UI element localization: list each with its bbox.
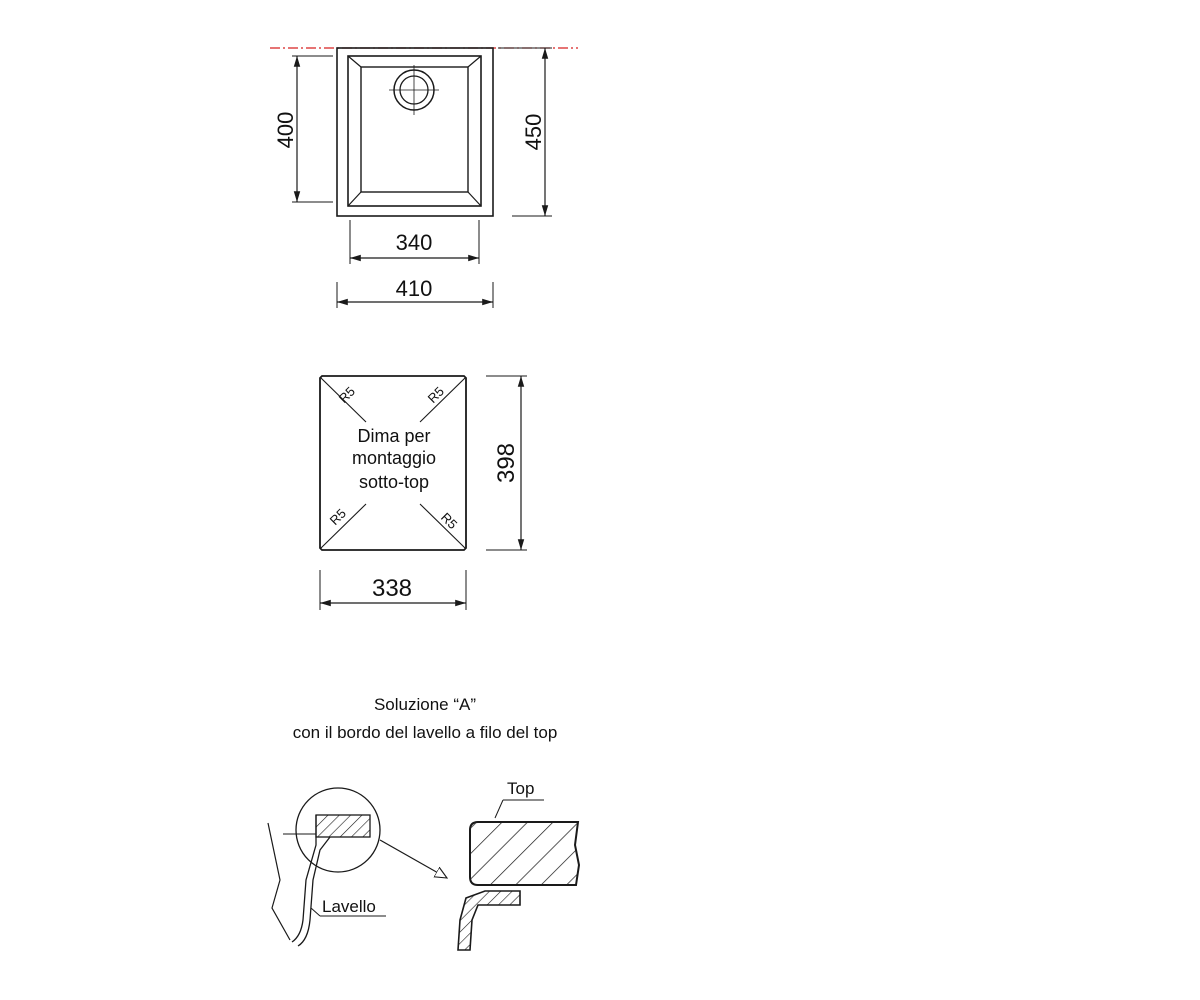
sink-label: Lavello: [322, 897, 376, 916]
sink-bowl-inner: [360, 66, 469, 193]
section-detail-right: Top: [457, 779, 581, 951]
top-slab-large: [469, 821, 581, 886]
solution-a-section: Soluzione “A” con il bordo del lavello a…: [267, 695, 581, 951]
template-outline: [319, 375, 467, 551]
sink-edge-profile: [457, 890, 521, 951]
top-slab-small: [315, 814, 371, 838]
dim-410: 410: [336, 276, 494, 308]
sink-outer-outline: [336, 47, 494, 217]
radius-label-tl: R5: [336, 384, 358, 406]
dim-450-label: 450: [521, 114, 546, 151]
section-detail-left: Lavello: [267, 787, 447, 947]
dim-398-label: 398: [493, 443, 520, 483]
dim-410-label: 410: [396, 276, 433, 301]
dim-338: 338: [319, 570, 467, 610]
template-label-line1: Dima per: [357, 426, 430, 446]
detail-circle: [295, 787, 381, 873]
dim-338-label: 338: [372, 575, 412, 602]
sink-top-view: 400 450 340 410: [270, 47, 578, 308]
dim-400-label: 400: [273, 112, 298, 149]
dim-340: 340: [349, 220, 480, 264]
dim-398: 398: [486, 375, 527, 551]
radius-label-br: R5: [438, 510, 460, 532]
solution-title: Soluzione “A”: [374, 695, 476, 714]
dim-340-label: 340: [396, 230, 433, 255]
drain-icon: [389, 65, 439, 115]
mounting-template: R5 R5 R5 R5 Dima per montaggio sotto-top…: [319, 375, 527, 610]
dim-450: 450: [498, 47, 552, 217]
template-label-line2: montaggio: [352, 448, 436, 468]
top-label: Top: [507, 779, 534, 798]
radius-label-tr: R5: [425, 384, 447, 406]
template-label-line3: sotto-top: [359, 472, 429, 492]
solution-subtitle: con il bordo del lavello a filo del top: [293, 723, 558, 742]
sink-bowl-outer: [347, 55, 482, 207]
dim-400: 400: [273, 55, 333, 203]
